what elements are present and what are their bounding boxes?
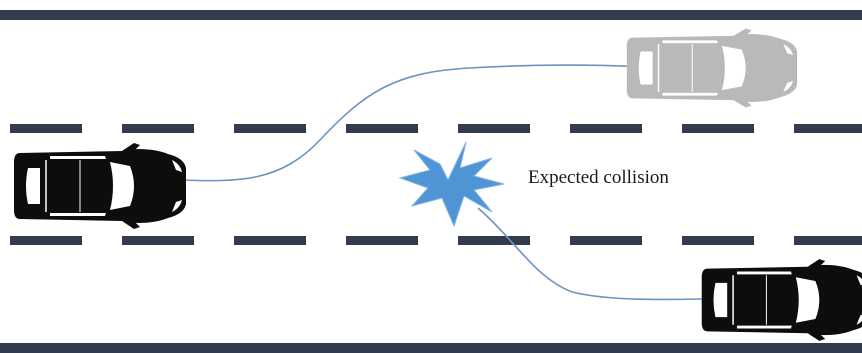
trajectory-right-car <box>477 207 703 301</box>
road-edge-bottom <box>0 343 862 353</box>
collision-burst-icon <box>398 141 505 228</box>
lane-divider-upper <box>10 124 862 133</box>
ghost-car-icon <box>626 27 798 109</box>
collision-label: Expected collision <box>528 167 669 188</box>
trajectory-left-car <box>179 64 661 182</box>
road-edge-top <box>0 10 862 20</box>
car-left-icon <box>13 142 187 230</box>
car-right-icon <box>700 258 862 342</box>
lane-divider-lower <box>10 236 862 245</box>
